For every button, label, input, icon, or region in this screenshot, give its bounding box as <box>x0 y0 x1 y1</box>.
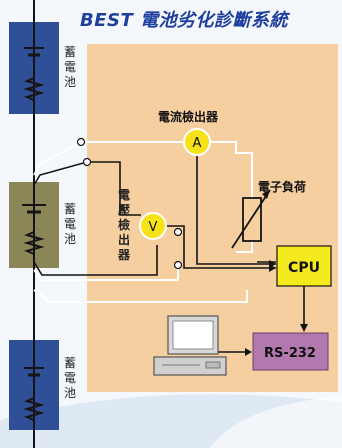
electronic-load-label: 電子負荷 <box>258 180 307 194</box>
terminal-dots <box>76 137 183 270</box>
battery-label-2: 蓄電池 <box>63 202 76 246</box>
diagram-title: BEST 電池劣化診斷系統 <box>80 10 289 31</box>
battery-label-1: 蓄電池 <box>63 45 76 89</box>
ammeter-symbol: A <box>193 136 202 151</box>
battery-2 <box>9 182 59 268</box>
current-detector-label: 電流檢出器 <box>158 110 219 124</box>
battery-3 <box>9 340 59 430</box>
battery-icon <box>22 204 46 214</box>
cpu-label: CPU <box>288 260 320 276</box>
current-wires <box>33 141 253 303</box>
cpu-box: CPU <box>276 245 332 287</box>
voltmeter-symbol: V <box>149 220 158 235</box>
resistor-icon <box>23 231 45 255</box>
battery-1 <box>9 22 59 114</box>
resistor-icon <box>23 397 45 421</box>
ammeter-icon: A <box>183 128 211 156</box>
rs232-label: RS-232 <box>264 346 316 361</box>
battery-label-3: 蓄電池 <box>63 356 76 400</box>
battery-icon <box>24 47 44 57</box>
resistor-icon <box>23 77 45 101</box>
voltage-detector-label: 電壓檢出器 <box>117 188 130 262</box>
signal-arrows <box>245 260 308 356</box>
voltmeter-icon: V <box>139 212 167 240</box>
battery-icon <box>24 367 44 377</box>
variable-resistor-icon <box>231 189 271 249</box>
computer-icon <box>153 315 227 376</box>
rs232-box: RS-232 <box>252 332 329 371</box>
signal-wires <box>33 155 305 353</box>
